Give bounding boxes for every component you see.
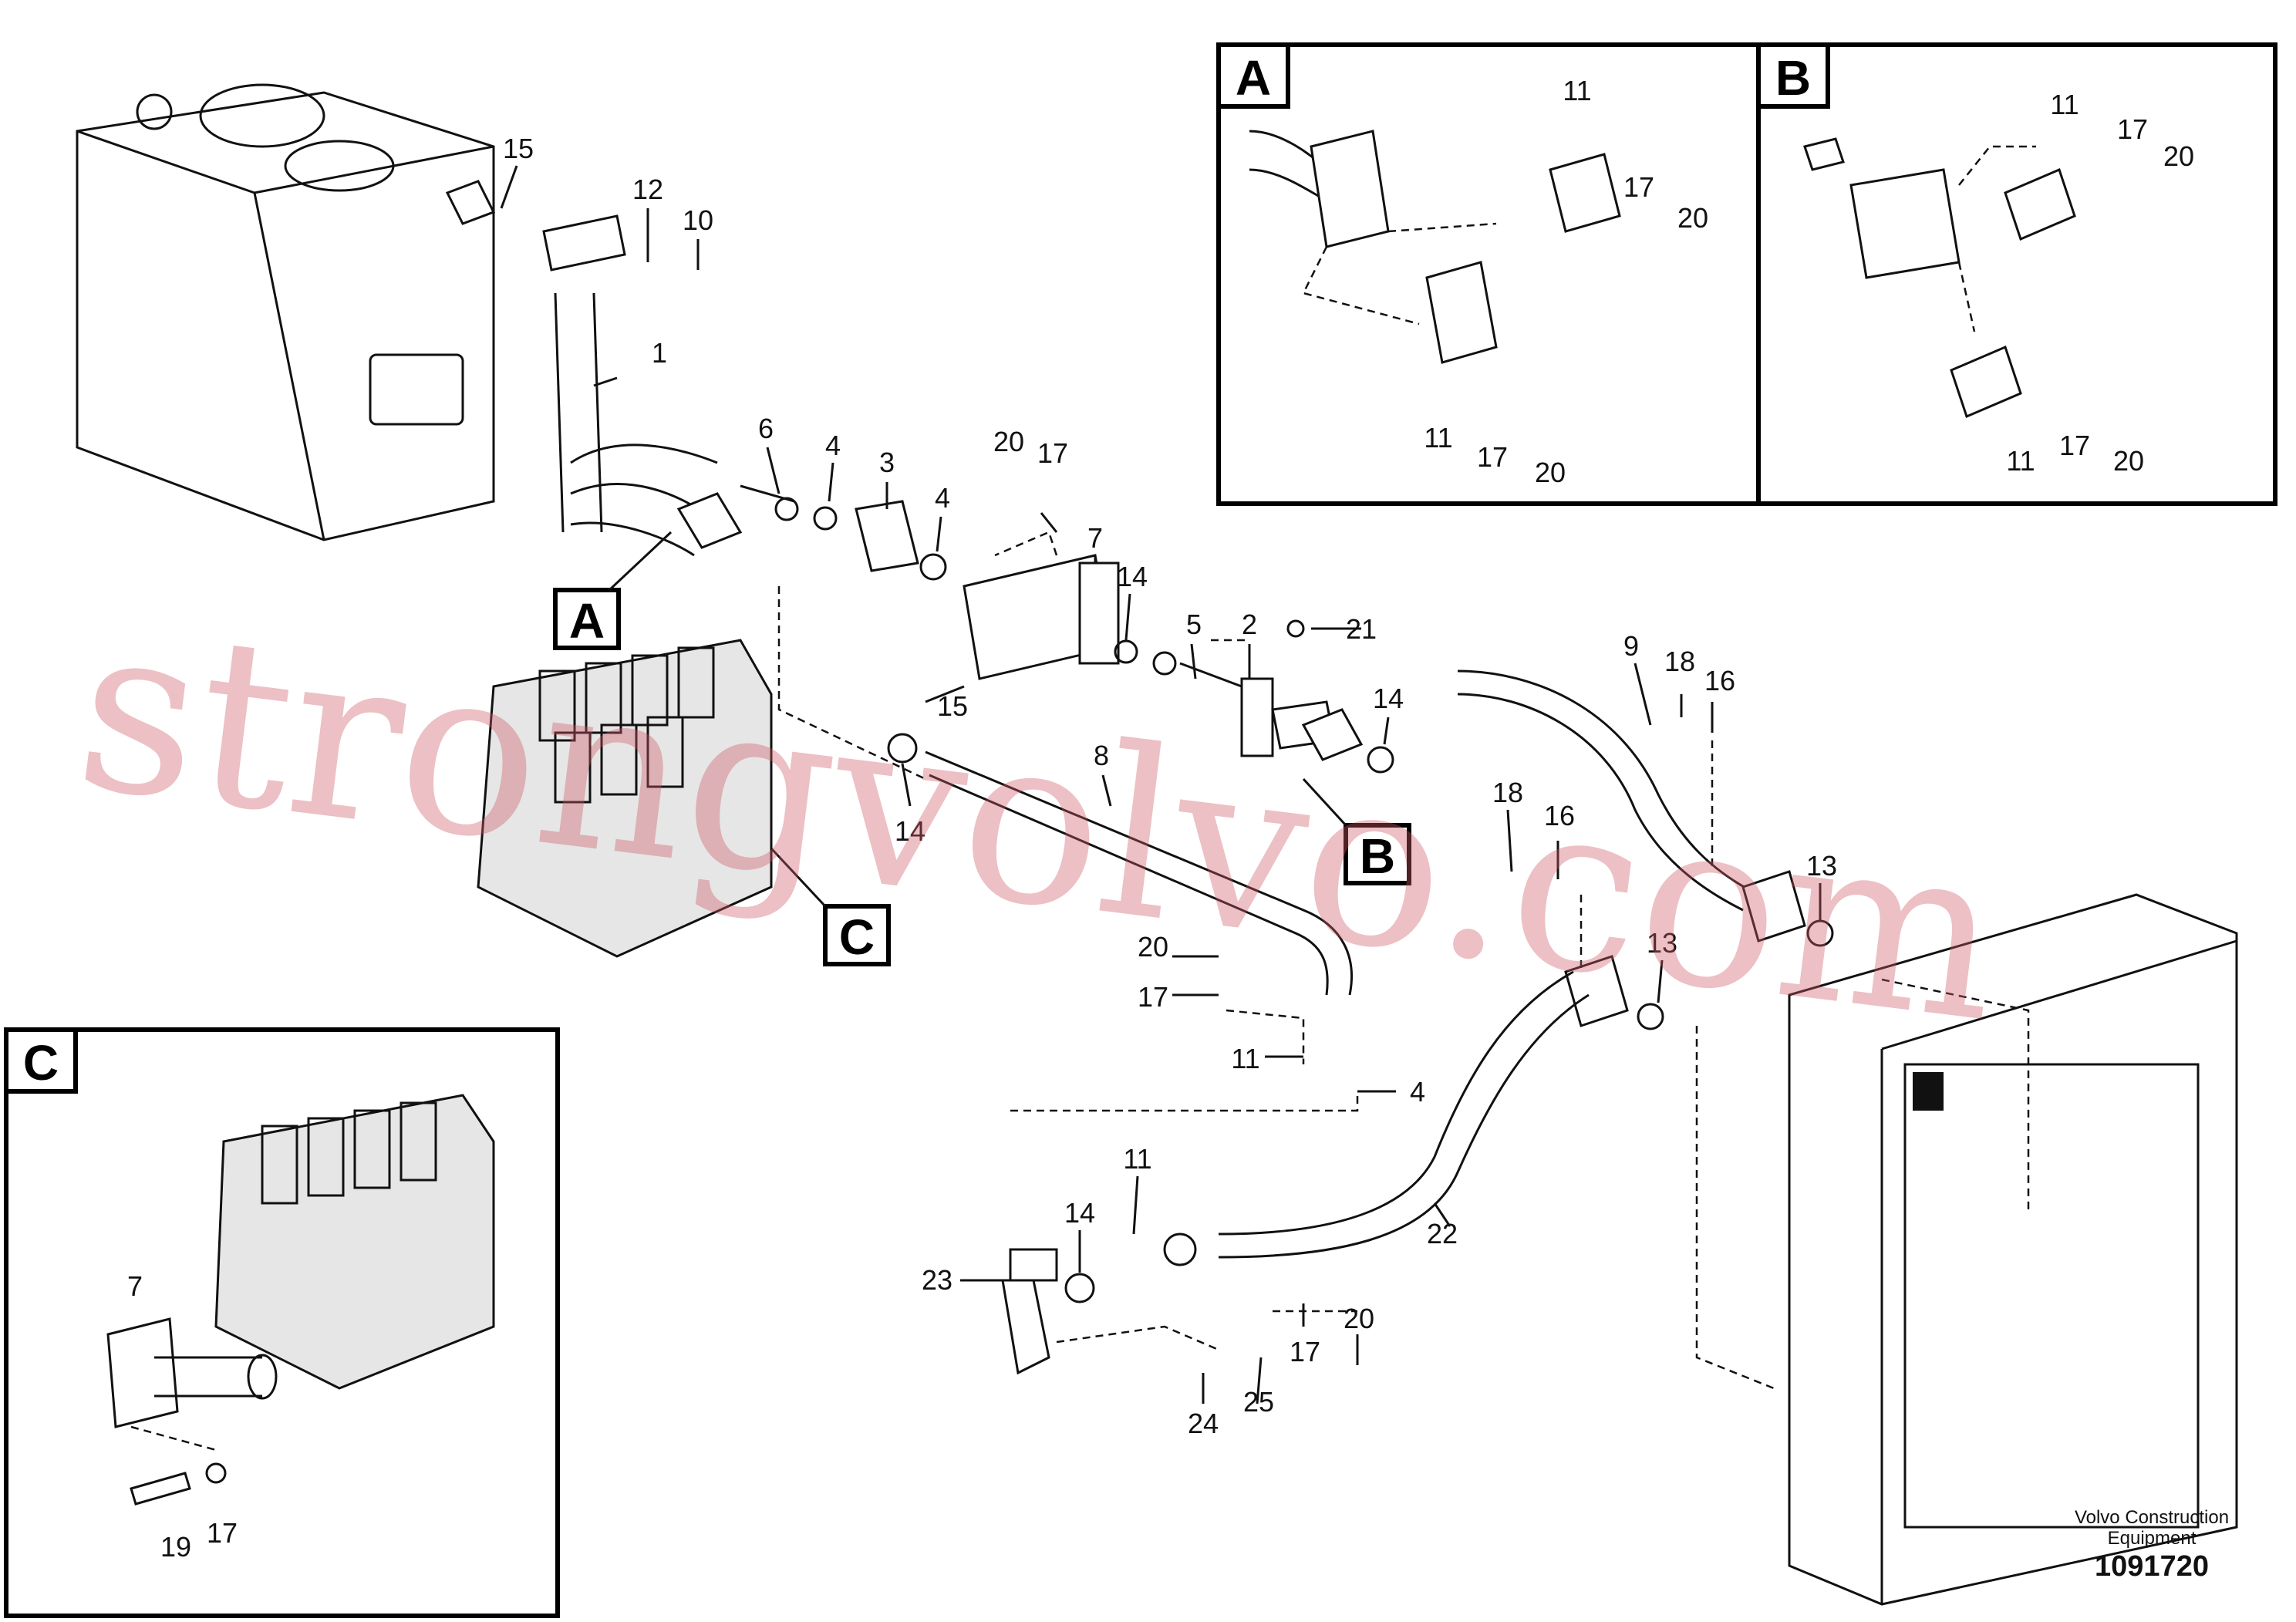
part-label-1: 1 [652,337,667,369]
callout-b-main-label: B [1360,828,1395,884]
part-label-4b: 4 [935,482,950,514]
part-labels-main [500,165,1822,1404]
detail-b-label-11: 11 [2050,89,2079,120]
detail-c-label-17: 17 [207,1517,238,1549]
part-label-4: 4 [825,430,841,461]
callout-a: A [553,531,673,650]
detail-b-label-20: 20 [2163,140,2194,172]
drawing-number: 1091720 [2095,1550,2209,1583]
part-label-17b: 17 [1138,981,1168,1013]
detail-b-label-17b: 17 [2059,430,2090,461]
part-label-13: 13 [1806,850,1837,882]
part-label-17: 17 [1037,437,1068,469]
control-valve [477,639,773,958]
part-label-25: 25 [1243,1386,1274,1418]
footer-company-line2: Equipment [2108,1528,2197,1549]
part-label-14: 14 [1117,561,1148,592]
detail-frame-b: B [1756,42,2277,506]
pipe-8 [887,733,1353,996]
part-label-9: 9 [1623,630,1639,662]
part-label-7: 7 [1087,522,1103,554]
detail-a-label-20b: 20 [1535,457,1566,488]
part-label-16b: 16 [1544,800,1575,831]
detail-a-label-20: 20 [1677,202,1708,234]
detail-a-label-11: 11 [1563,75,1591,106]
part-label-6: 6 [758,413,774,444]
detail-b-label-17: 17 [2117,113,2148,145]
callout-c-main-label: C [839,909,875,965]
callout-c: C [770,847,891,966]
detail-b-label-11b: 11 [2006,445,2035,477]
part-label-23: 23 [922,1264,952,1296]
part-label-13b: 13 [1647,927,1677,959]
detail-b-label-20b: 20 [2113,445,2144,477]
part-label-24: 24 [1188,1408,1219,1439]
bracket-23 [1001,1248,1095,1375]
part-label-15b: 15 [937,690,968,722]
part-label-14d: 14 [1064,1197,1095,1229]
part-label-8: 8 [1094,740,1109,771]
part-label-18: 18 [1664,646,1695,677]
part-label-11b: 11 [1123,1143,1151,1175]
callout-a-main-label: A [569,593,605,649]
connection-lines [777,531,2030,1390]
part-label-16: 16 [1704,665,1735,696]
detail-frame-a: A [1216,42,1761,506]
detail-a-label-17: 17 [1623,171,1654,203]
part-label-15: 15 [503,133,534,164]
footer: Volvo Construction Equipment 1091720 [2075,1507,2229,1583]
pipe-assembly-upper [676,484,1394,774]
part-labels: 15 12 10 1 6 4 3 4 20 17 7 14 5 2 21 15 … [127,75,2194,1563]
part-label-21: 21 [1346,613,1377,645]
part-label-10: 10 [683,204,713,236]
callout-b: B [1302,777,1411,885]
hose-9 [1457,669,1834,947]
part-label-5: 5 [1186,609,1202,640]
part-label-14c: 14 [895,815,925,847]
pipe-1 [542,214,718,557]
detail-frame-c: C [4,1027,560,1618]
part-label-22: 22 [1427,1218,1458,1249]
part-label-11: 11 [1231,1043,1259,1074]
detail-c-label-19: 19 [160,1531,191,1563]
part-label-3: 3 [879,447,895,478]
hose-22 [1163,955,1664,1266]
detail-c-label-7: 7 [127,1270,143,1302]
part-label-20b: 20 [1138,931,1168,963]
part-label-20: 20 [993,426,1024,457]
part-label-2: 2 [1242,609,1257,640]
callout-b-label: B [1775,50,1811,106]
detail-a-label-17b: 17 [1477,441,1508,473]
part-label-4c: 4 [1410,1076,1425,1108]
part-label-12: 12 [632,174,663,205]
hydraulic-tank [76,83,496,541]
detail-a-label-11b: 11 [1424,422,1452,454]
part-label-17c: 17 [1290,1336,1320,1367]
footer-company-line1: Volvo Construction [2075,1507,2229,1528]
part-label-14b: 14 [1373,683,1404,714]
oil-cooler [1788,893,2238,1606]
callout-a-label: A [1236,50,1271,106]
callout-c-label: C [23,1035,59,1091]
part-label-20c: 20 [1344,1303,1374,1334]
part-label-18b: 18 [1492,777,1523,808]
